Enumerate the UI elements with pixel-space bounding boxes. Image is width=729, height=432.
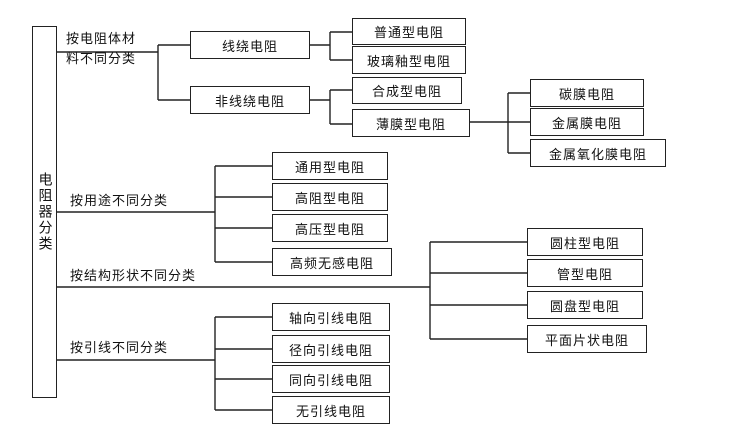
- category-usage-label: 按用途不同分类: [70, 194, 169, 209]
- node-lead-item: 无引线电阻: [272, 396, 390, 424]
- node-thin-film: 薄膜型电阻: [352, 109, 470, 137]
- node-structure-item: 圆盘型电阻: [527, 291, 643, 319]
- node-composite: 合成型电阻: [352, 77, 462, 104]
- node-structure-item: 管型电阻: [527, 259, 643, 287]
- node-usage-item: 高压型电阻: [272, 214, 388, 242]
- category-material-label-line2: 料不同分类: [66, 52, 137, 67]
- root-label: 电阻器分类: [36, 172, 53, 252]
- node-structure-item: 圆柱型电阻: [527, 228, 643, 256]
- node-usage-item: 高阻型电阻: [272, 183, 388, 211]
- node-thin-film-item: 金属膜电阻: [530, 108, 644, 136]
- category-leads-label: 按引线不同分类: [70, 341, 169, 356]
- node-thin-film-item: 碳膜电阻: [530, 79, 644, 107]
- node-wirewound-item: 普通型电阻: [352, 18, 466, 45]
- category-structure-label: 按结构形状不同分类: [70, 269, 197, 284]
- node-non-wirewound: 非线绕电阻: [190, 86, 310, 114]
- node-lead-item: 同向引线电阻: [272, 365, 390, 393]
- node-usage-item: 高频无感电阻: [272, 248, 392, 276]
- node-wirewound-item: 玻璃釉型电阻: [352, 46, 466, 74]
- node-wirewound: 线绕电阻: [190, 31, 310, 59]
- node-lead-item: 径向引线电阻: [272, 335, 390, 363]
- node-structure-item: 平面片状电阻: [527, 325, 647, 353]
- node-usage-item: 通用型电阻: [272, 152, 388, 180]
- node-lead-item: 轴向引线电阻: [272, 303, 390, 331]
- root-node: 电阻器分类: [32, 26, 57, 398]
- node-thin-film-item: 金属氧化膜电阻: [530, 139, 666, 167]
- category-material-label-line1: 按电阻体材: [66, 32, 137, 47]
